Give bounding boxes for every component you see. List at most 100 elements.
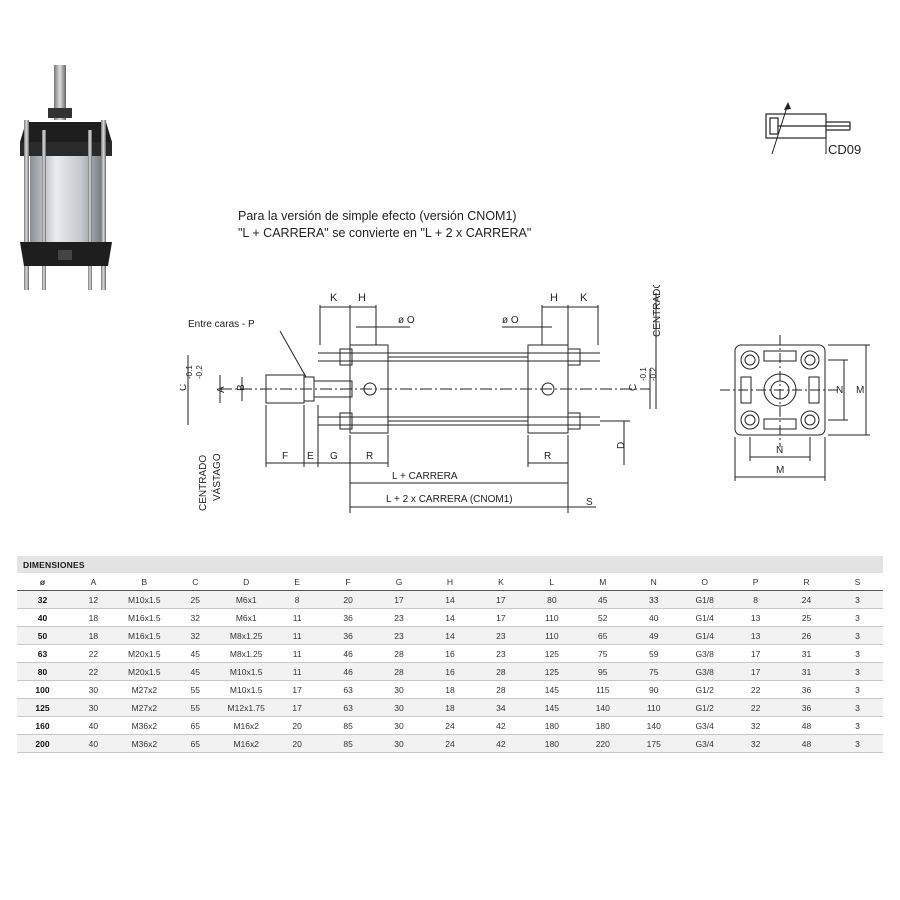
- table-cell: 17: [271, 698, 323, 717]
- table-cell: 125: [526, 644, 578, 663]
- table-cell: 36: [781, 698, 832, 717]
- table-cell: M8x1.25: [220, 626, 272, 645]
- table-cell: 23: [373, 608, 425, 627]
- column-header: D: [220, 573, 272, 591]
- label-c-tol-right: -0.1: [639, 367, 648, 381]
- column-header: N: [628, 573, 680, 591]
- label-c-tol2-right: -0.2: [649, 367, 658, 381]
- table-cell: 11: [271, 626, 323, 645]
- table-cell: M16x1.5: [118, 608, 170, 627]
- table-cell: 31: [781, 662, 832, 681]
- table-cell: M36x2: [118, 734, 170, 753]
- label-phi-o-right: ø O: [502, 315, 519, 326]
- table-cell: 22: [730, 698, 782, 717]
- table-cell: 180: [526, 734, 578, 753]
- table-cell: 110: [526, 626, 578, 645]
- label-centrado-right: CENTRADO: [652, 285, 663, 337]
- column-header: K: [475, 573, 527, 591]
- table-cell: 115: [577, 680, 629, 699]
- table-cell: 40: [17, 608, 68, 627]
- table-cell: G1/8: [679, 590, 731, 609]
- table-cell: 22: [67, 644, 119, 663]
- table-cell: 18: [67, 608, 119, 627]
- label-e: E: [307, 451, 314, 462]
- table-cell: 55: [169, 680, 221, 699]
- table-cell: 95: [577, 662, 629, 681]
- table-cell: 23: [475, 626, 527, 645]
- column-header: A: [67, 573, 119, 591]
- label-b: B: [236, 384, 247, 391]
- table-cell: 3: [832, 626, 883, 645]
- table-cell: M10x1.5: [118, 590, 170, 609]
- table-cell: 75: [577, 644, 629, 663]
- table-cell: 22: [67, 662, 119, 681]
- table-cell: 36: [781, 680, 832, 699]
- table-cell: 45: [169, 644, 221, 663]
- note-line-1: Para la versión de simple efecto (versió…: [238, 209, 517, 223]
- single-acting-note: Para la versión de simple efecto (versió…: [238, 208, 531, 242]
- table-cell: 25: [169, 590, 221, 609]
- table-cell: G3/8: [679, 644, 731, 663]
- label-r-left: R: [366, 451, 373, 462]
- column-header: S: [832, 573, 883, 591]
- table-cell: M6x1: [220, 608, 272, 627]
- column-header: C: [169, 573, 221, 591]
- table-cell: 63: [322, 698, 374, 717]
- table-cell: G3/4: [679, 734, 731, 753]
- table-cell: G3/8: [679, 662, 731, 681]
- table-cell: 17: [373, 590, 425, 609]
- cylinder-photo: [20, 65, 112, 290]
- label-h: H: [358, 292, 366, 304]
- note-line-2: "L + CARRERA" se convierte en "L + 2 x C…: [238, 226, 532, 240]
- table-cell: 32: [169, 608, 221, 627]
- table-cell: M10x1.5: [220, 680, 272, 699]
- table-cell: 180: [577, 716, 629, 735]
- table-cell: 65: [577, 626, 629, 645]
- table-cell: 42: [475, 734, 527, 753]
- table-cell: 40: [628, 608, 680, 627]
- table-cell: 22: [730, 680, 782, 699]
- table-cell: 13: [730, 608, 782, 627]
- table-cell: M20x1.5: [118, 644, 170, 663]
- table-cell: 30: [373, 698, 425, 717]
- table-cell: 46: [322, 662, 374, 681]
- label-c-tol2: -0.2: [195, 365, 204, 379]
- table-cell: M20x1.5: [118, 662, 170, 681]
- column-header: H: [424, 573, 476, 591]
- table-cell: 14: [424, 590, 476, 609]
- table-cell: 32: [169, 626, 221, 645]
- table-cell: 14: [424, 626, 476, 645]
- column-header: O: [679, 573, 731, 591]
- label-n-side: N: [836, 385, 843, 396]
- table-cell: 17: [730, 662, 782, 681]
- pneumatic-symbol-icon: CD09: [765, 102, 861, 157]
- table-cell: 175: [628, 734, 680, 753]
- label-entre-caras: Entre caras - P: [188, 319, 255, 330]
- table-cell: M6x1: [220, 590, 272, 609]
- table-cell: 28: [373, 644, 425, 663]
- table-cell: M16x1.5: [118, 626, 170, 645]
- table-cell: 34: [475, 698, 527, 717]
- table-cell: 45: [169, 662, 221, 681]
- table-cell: 8: [730, 590, 782, 609]
- table-cell: 8: [271, 590, 323, 609]
- table-cell: 30: [67, 698, 119, 717]
- table-cell: 110: [628, 698, 680, 717]
- table-cell: 59: [628, 644, 680, 663]
- table-cell: 160: [17, 716, 68, 735]
- table-cell: 55: [169, 698, 221, 717]
- table-cell: 63: [322, 680, 374, 699]
- label-k: K: [330, 292, 338, 304]
- table-cell: 17: [475, 590, 527, 609]
- table-cell: 11: [271, 662, 323, 681]
- table-cell: 28: [475, 662, 527, 681]
- table-cell: 18: [424, 698, 476, 717]
- table-cell: 13: [730, 626, 782, 645]
- label-d: D: [616, 442, 627, 449]
- table-cell: 32: [17, 590, 68, 609]
- table-cell: 42: [475, 716, 527, 735]
- table-cell: 45: [577, 590, 629, 609]
